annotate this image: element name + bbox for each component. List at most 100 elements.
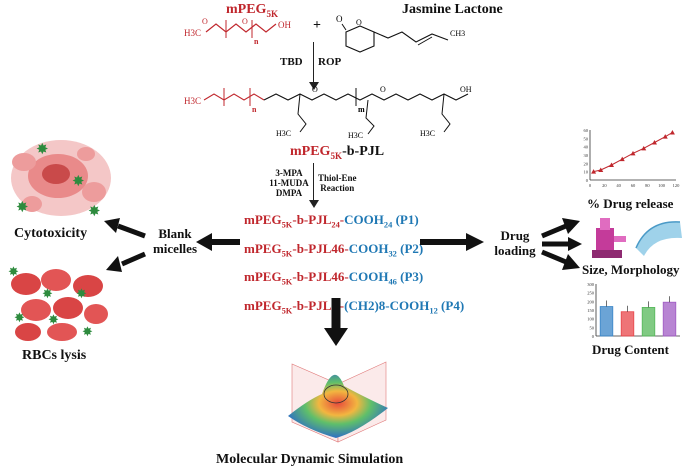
rop-label-rop: ROP — [318, 56, 342, 68]
poly-h3c-c: H3C — [420, 129, 435, 138]
pjl-prefix: mPEG — [290, 144, 331, 159]
cell-fragment-4 — [22, 196, 42, 212]
drug-release-label: % Drug release — [587, 196, 674, 211]
content-y-tick: 250 — [587, 291, 595, 296]
md-molecule — [323, 384, 349, 404]
rbc-micelle-1: ✸ — [8, 266, 19, 279]
rbc-8 — [47, 323, 77, 341]
rbc-5 — [53, 297, 83, 319]
p4-c: 12 — [429, 305, 438, 316]
release-x-tick: 60 — [631, 183, 636, 188]
rbc-micelle-3: ✸ — [76, 286, 87, 301]
reagent-3mpa: 3-MPA — [275, 168, 303, 178]
p3-pre: mPEG — [244, 269, 282, 285]
p1-sub: 5K — [281, 219, 293, 230]
size-morphology-illustration — [592, 218, 682, 258]
release-point — [669, 130, 675, 135]
cell-fragment-2 — [82, 182, 106, 202]
poly-side-chain-1 — [297, 93, 307, 133]
p1-c: 24 — [383, 219, 393, 230]
micelle-icon-1: ✸ — [36, 142, 49, 158]
pjl-sub: 5K — [330, 150, 343, 161]
release-point — [652, 140, 657, 145]
release-x-tick: 0 — [589, 183, 592, 188]
reagent-dmpa: DMPA — [275, 188, 303, 198]
mpeg-text: mPEG — [226, 2, 267, 17]
release-y-tick: 20 — [584, 161, 589, 166]
release-y-tick: 10 — [584, 170, 589, 175]
poly-oh: OH — [460, 85, 472, 94]
release-point — [619, 156, 625, 162]
lactone-ch3: CH3 — [450, 29, 465, 38]
product-p2: mPEG5K-b-PJL46-COOH32 (P2) — [244, 237, 464, 266]
lactone-o-ring: O — [356, 18, 362, 27]
p1-n: 24 — [331, 219, 340, 230]
md-simulation-label: Molecular Dynamic Simulation — [216, 452, 404, 467]
polymer-structure: H3C n O O m OH H3C H3C H3C — [184, 85, 472, 140]
poly-n: n — [252, 105, 257, 114]
p4-tag: (P4) — [441, 297, 465, 313]
release-x-tick: 120 — [673, 183, 680, 188]
arrow-to-content-shaft — [541, 249, 567, 265]
size-morphology-label: Size, Morphology — [582, 262, 680, 277]
md-energy-surface — [288, 374, 388, 438]
poly-side-chain-2 — [365, 99, 375, 135]
cell-fragment-3 — [77, 147, 95, 161]
p3-cooh: COOH — [348, 269, 389, 285]
lactone-o-carbonyl: O — [336, 14, 343, 24]
mpeg-o2: O — [242, 17, 248, 26]
thiol-reagents: 3-MPA 11-MUDA DMPA — [268, 168, 310, 198]
pjl-label: mPEG5K-b-PJL — [290, 144, 384, 161]
thiol-arrow-head — [309, 200, 319, 208]
rop-arrow-shaft — [313, 42, 315, 86]
poly-backbone — [263, 93, 469, 101]
release-x-tick: 20 — [602, 183, 607, 188]
content-y-tick: 0 — [592, 334, 595, 339]
lactone-double-bond — [417, 36, 433, 46]
release-y-tick: 40 — [584, 145, 589, 150]
drug-loading-label: Drug loading — [494, 228, 536, 258]
poly-m: m — [358, 105, 365, 114]
p3-tag: (P3) — [400, 269, 424, 285]
lactone-co-bond — [341, 23, 347, 31]
instrument-top — [600, 218, 610, 230]
poly-h3c: H3C — [184, 96, 201, 106]
blank-micelles-label: Blank micelles — [152, 226, 198, 256]
p1-tag: (P1) — [395, 212, 419, 227]
content-y-tick: 100 — [587, 317, 595, 322]
reaction-text: Reaction — [320, 183, 355, 193]
arrow-to-cytotox-head — [104, 218, 120, 233]
p2-pre: mPEG — [244, 240, 282, 256]
mpeg-n: n — [254, 37, 259, 46]
arrow-to-rbc-head — [106, 256, 122, 272]
p2-mid: -b-PJL46- — [292, 240, 349, 256]
rop-label-tbd: TBD — [280, 56, 303, 68]
rbc-lysis-label: RBCs lysis — [22, 348, 87, 363]
rbc-micelle-6: ✸ — [82, 324, 93, 339]
arrow-to-size-head — [568, 237, 582, 251]
p4-pre: mPEG — [244, 297, 282, 313]
mpeg-sub: 5K — [266, 8, 279, 19]
jasmine-lactone-label: Jasmine Lactone — [402, 2, 503, 17]
p4-sub: 5K — [281, 305, 293, 316]
pjl-suffix: -b-PJL — [342, 144, 385, 159]
content-bar — [641, 306, 656, 337]
p3-sub: 5K — [281, 276, 293, 287]
content-bar — [662, 301, 677, 337]
thiol-reaction-label: Thiol-Ene Reaction — [318, 173, 357, 193]
poly-h3c-b: H3C — [348, 131, 363, 140]
tem-edge — [635, 221, 681, 249]
cytotoxicity-illustration: ✸ ✸ ✸ ✸ — [11, 140, 111, 220]
drug-content-label: Drug Content — [592, 342, 669, 357]
release-x-tick: 40 — [616, 183, 621, 188]
rbc-illustration: ✸ ✸ ✸ ✸ ✸ ✸ — [8, 266, 108, 341]
rbc-1 — [11, 273, 41, 295]
release-x-tick: 80 — [645, 183, 650, 188]
rbc-micelle-4: ✸ — [14, 310, 25, 325]
rbc-micelle-5: ✸ — [48, 312, 59, 327]
arrow-to-content-head — [562, 254, 580, 270]
release-y-tick: 0 — [586, 178, 589, 183]
p4-dash: - — [339, 297, 345, 313]
p2-cooh: COOH — [348, 240, 389, 256]
